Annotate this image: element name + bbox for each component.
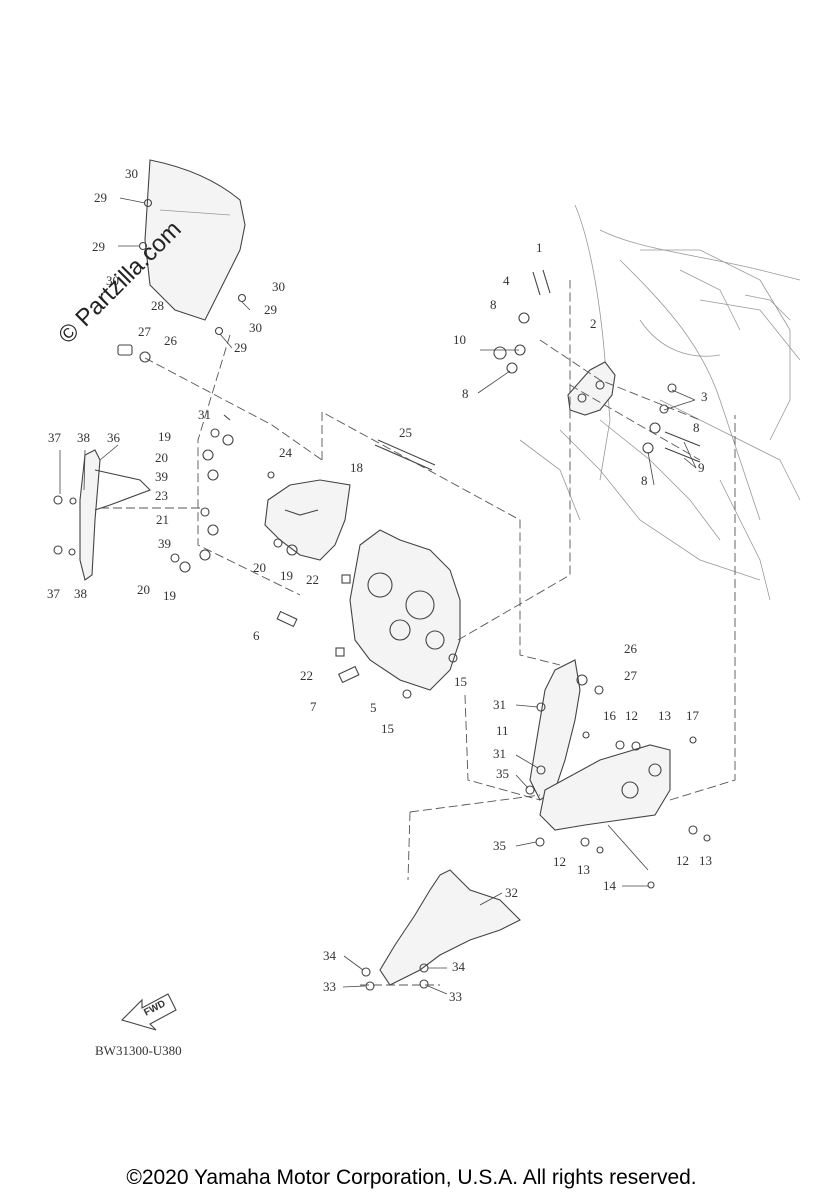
- fwd-label: FWD: [142, 998, 167, 1018]
- callout-16: 16: [603, 708, 617, 723]
- windscreen-part: [144, 159, 246, 321]
- callout-29c: 29: [264, 302, 277, 317]
- callout-33a: 33: [323, 979, 336, 994]
- callout-19c: 19: [163, 588, 176, 603]
- callout-22a: 22: [306, 572, 319, 587]
- callout-8c: 8: [693, 420, 700, 435]
- callout-29a: 29: [94, 190, 107, 205]
- fwd-arrow-icon: FWD: [120, 993, 177, 1031]
- callout-1: 1: [536, 240, 543, 255]
- callout-12c: 12: [676, 853, 689, 868]
- callout-24: 24: [279, 445, 293, 460]
- callout-6: 6: [253, 628, 260, 643]
- callout-30d: 30: [249, 320, 262, 335]
- callout-19a: 19: [158, 429, 171, 444]
- callout-38a: 38: [77, 430, 90, 445]
- callout-15a: 15: [454, 674, 467, 689]
- callout-30b: 30: [106, 273, 119, 288]
- callout-15b: 15: [381, 721, 394, 736]
- engine-frame-background: [519, 204, 801, 601]
- callout-29d: 29: [234, 340, 247, 355]
- callout-38b: 38: [74, 586, 87, 601]
- callout-8a: 8: [490, 297, 497, 312]
- callout-18: 18: [350, 460, 363, 475]
- callout-30c: 30: [272, 279, 285, 294]
- callouts: 1 2 3 4 5 6 7 8 8 8 8 9 10 11 12 12 12 1…: [47, 166, 712, 1004]
- leader-lines: [59, 197, 697, 995]
- callout-34a: 34: [323, 948, 337, 963]
- callout-8d: 8: [641, 473, 648, 488]
- side-panel-part: [79, 449, 151, 581]
- callout-13a: 13: [658, 708, 671, 723]
- callout-34b: 34: [452, 959, 466, 974]
- callout-20b: 20: [253, 560, 266, 575]
- callout-9: 9: [698, 460, 705, 475]
- callout-25: 25: [399, 425, 412, 440]
- callout-12b: 12: [553, 854, 566, 869]
- callout-11: 11: [496, 723, 509, 738]
- callout-28: 28: [151, 298, 164, 313]
- callout-27a: 27: [138, 324, 152, 339]
- callout-13b: 13: [577, 862, 590, 877]
- copyright-notice: ©2020 Yamaha Motor Corporation, U.S.A. A…: [126, 1166, 697, 1189]
- callout-17: 17: [686, 708, 700, 723]
- callout-31a: 31: [198, 407, 211, 422]
- callout-39a: 39: [155, 469, 168, 484]
- callout-4: 4: [503, 273, 510, 288]
- callout-3: 3: [701, 389, 708, 404]
- fasteners: [53, 198, 711, 991]
- meter-housing-part: [349, 529, 461, 691]
- callout-35b: 35: [493, 838, 506, 853]
- callout-14: 14: [603, 878, 617, 893]
- callout-32: 32: [505, 885, 518, 900]
- mount-bracket-part: [532, 269, 616, 416]
- callout-26b: 26: [624, 641, 638, 656]
- callout-39b: 39: [158, 536, 171, 551]
- meter-cover-part: [264, 479, 351, 561]
- callout-37b: 37: [47, 586, 61, 601]
- callout-21: 21: [156, 512, 169, 527]
- callout-12a: 12: [625, 708, 638, 723]
- callout-20c: 20: [137, 582, 150, 597]
- callout-13c: 13: [699, 853, 712, 868]
- assembly-guide-lines: [100, 280, 736, 986]
- callout-27b: 27: [624, 668, 638, 683]
- callout-31b: 31: [493, 697, 506, 712]
- callout-36: 36: [107, 430, 121, 445]
- callout-37a: 37: [48, 430, 62, 445]
- diagram-code: BW31300-U380: [95, 1043, 182, 1058]
- lower-cover-part: [379, 869, 521, 986]
- callout-29b: 29: [92, 239, 105, 254]
- callout-10: 10: [453, 332, 466, 347]
- callout-8b: 8: [462, 386, 469, 401]
- callout-20a: 20: [155, 450, 168, 465]
- callout-2: 2: [590, 316, 597, 331]
- shaft-part: [374, 439, 436, 471]
- callout-23: 23: [155, 488, 168, 503]
- callout-35a: 35: [496, 766, 509, 781]
- callout-33b: 33: [449, 989, 462, 1004]
- callout-5: 5: [370, 700, 377, 715]
- callout-7: 7: [310, 699, 317, 714]
- callout-26a: 26: [164, 333, 178, 348]
- callout-22b: 22: [300, 668, 313, 683]
- callout-31c: 31: [493, 746, 506, 761]
- lower-stay-part: [529, 659, 671, 831]
- callout-19b: 19: [280, 568, 293, 583]
- callout-30a: 30: [125, 166, 138, 181]
